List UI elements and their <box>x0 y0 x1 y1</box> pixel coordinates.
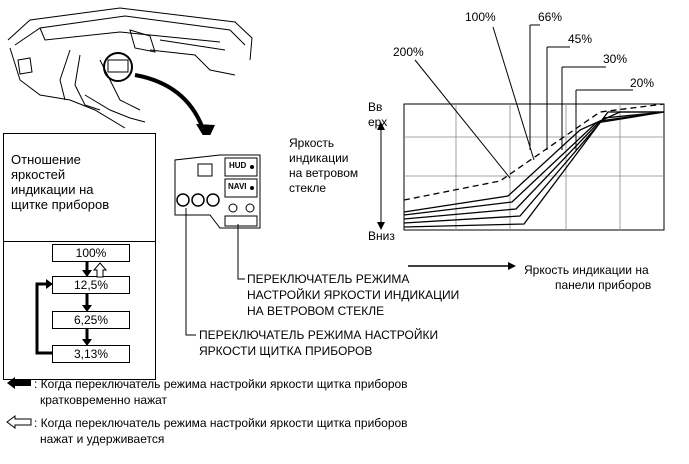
series-line-5 <box>403 111 665 224</box>
x-axis-arrowhead <box>508 262 516 270</box>
chart-ylabel-line-1: Яркость <box>289 136 335 150</box>
filled-arrow-icon <box>7 377 31 389</box>
plot-area <box>403 103 665 231</box>
chart-y-bottom: Вниз <box>368 229 395 243</box>
panel-switch-label-line-1: ПЕРЕКЛЮЧАТЕЛЬ РЕЖИМА НАСТРОЙКИ <box>199 328 439 342</box>
series-line-1 <box>403 103 665 201</box>
callout-leaders <box>185 208 245 336</box>
switch-panel <box>174 154 261 229</box>
ratio-arrows <box>35 262 108 355</box>
panel-switch-label-line-2: ЯРКОСТИ ЩИТКА ПРИБОРОВ <box>199 344 373 358</box>
navi-button[interactable]: NAVI <box>228 182 247 191</box>
chart-y-top-line-2: ерх <box>368 115 388 129</box>
ratio-panel-divider <box>4 241 155 242</box>
hud-switch-label-line-2: НАСТРОЙКИ ЯРКОСТИ ИНДИКАЦИИ <box>247 288 460 302</box>
hud-switch-label-line-3: НА ВЕТРОВОМ СТЕКЛЕ <box>247 304 385 318</box>
chart-ylabel-line-3: на ветровом <box>289 166 359 180</box>
ratio-title-line-2: яркостей <box>11 167 66 182</box>
legend-hollow-line-2: нажат и удерживается <box>40 432 165 446</box>
series-leader-1 <box>492 26 535 161</box>
series-label-4: 45% <box>568 32 592 46</box>
ratio-title-line-4: щитке приборов <box>11 197 110 212</box>
series-line-4 <box>403 111 665 220</box>
chart-xlabel-line-2: панели приборов <box>555 278 652 292</box>
series-leader-2 <box>414 59 511 179</box>
series-line-2 <box>403 111 664 213</box>
ratio-title-line-3: индикации на <box>11 182 94 197</box>
chart-ylabel-line-2: индикации <box>289 151 349 165</box>
series-label-1: 100% <box>465 10 496 24</box>
series-label-3: 66% <box>538 10 562 24</box>
ratio-step-12-5: 12,5% <box>52 276 130 294</box>
series-label-5: 30% <box>603 52 627 66</box>
chart-xlabel-line-1: Яркость индикации на <box>524 263 649 277</box>
y-axis-arrowhead-up <box>377 122 385 130</box>
legend-hollow-line-1: : Когда переключатель режима настройки я… <box>34 416 408 430</box>
dashboard-illustration <box>7 7 253 135</box>
ratio-step-100: 100% <box>52 244 130 262</box>
series-label-6: 20% <box>630 76 654 90</box>
y-axis-arrowhead-down <box>377 222 385 230</box>
hud-button[interactable]: HUD <box>229 161 247 170</box>
ratio-title-line-1: Отношение <box>11 152 81 167</box>
hud-switch-label-line-1: ПЕРЕКЛЮЧАТЕЛЬ РЕЖИМА <box>247 272 410 286</box>
chart-ylabel-line-4: стекле <box>289 181 327 195</box>
chart-y-top-line-1: Вв <box>368 100 383 114</box>
ratio-step-3-13: 3,13% <box>52 345 130 363</box>
brightness-ratio-panel: Отношение яркостей индикации на щитке пр… <box>3 133 156 380</box>
hollow-arrow-icon <box>6 415 32 429</box>
series-line-3 <box>403 111 665 216</box>
series-label-2: 200% <box>393 45 424 59</box>
series-line-6 <box>403 111 664 228</box>
ratio-step-6-25: 6,25% <box>52 311 130 329</box>
brightness-chart: 100% 200% 66% 45% 30%20% <box>377 10 665 270</box>
legend-filled-line-2: кратковременно нажат <box>40 393 168 407</box>
legend-filled-line-1: : Когда переключатель режима настройки я… <box>34 377 408 391</box>
